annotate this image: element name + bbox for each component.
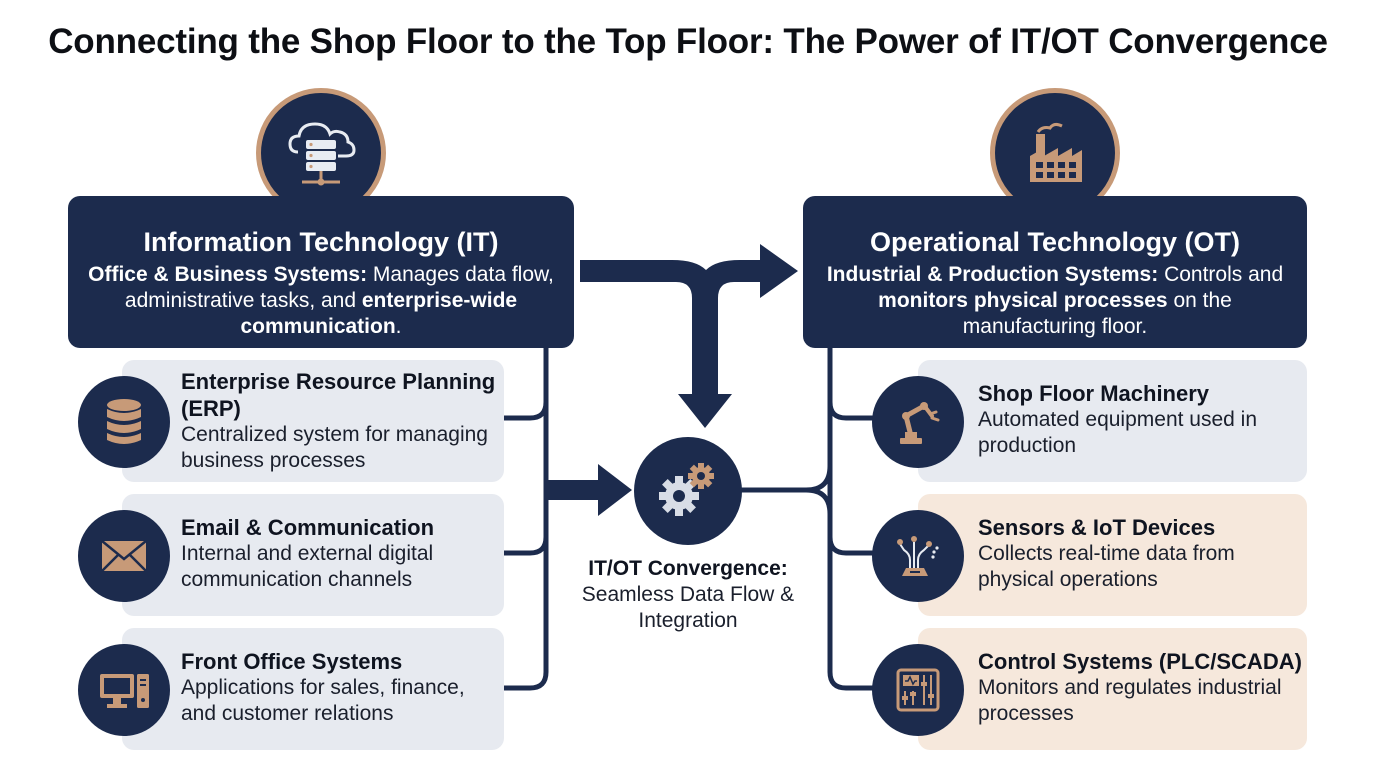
ot-desc-2: on the manufacturing floor. [962,289,1232,338]
ot-card-control-desc: Monitors and regulates industrial proces… [978,676,1282,725]
sensor-iot-icon [897,536,939,576]
ot-description: Industrial & Production Systems: Control… [823,262,1287,340]
envelope-icon [101,540,147,572]
ot-desc-1: Controls and [1158,263,1284,286]
gears-icon [659,463,714,516]
it-to-ot-arrow [580,244,798,428]
ot-card-sensors [918,494,1307,616]
ot-card-sensors-title: Sensors & IoT Devices [978,515,1216,540]
control-panel-icon [896,668,940,712]
ot-card-control [918,628,1307,750]
it-card-email-text: Email & Communication Internal and exter… [181,514,499,593]
it-card-email-desc: Internal and external digital communicat… [181,542,434,591]
page-title: Connecting the Shop Floor to the Top Flo… [48,22,1328,61]
desktop-computer-icon [100,674,149,708]
convergence-caption: IT/OT Convergence: Seamless Data Flow & … [560,555,816,634]
ot-desc-bold-1: Industrial & Production Systems: [826,263,1159,286]
ot-card-sensors-desc: Collects real-time data from physical op… [978,542,1235,591]
ot-card-control-title: Control Systems (PLC/SCADA) [978,649,1302,674]
it-card-front-office-icon [78,644,170,736]
it-card-front-office-text: Front Office Systems Applications for sa… [181,648,499,727]
it-card-erp [122,360,504,482]
ot-card-machinery-icon [872,376,964,468]
ot-card-machinery [918,360,1307,482]
ot-header-box: Operational Technology (OT) Industrial &… [803,196,1307,348]
it-desc-1: Manages data flow, administrative tasks,… [124,263,554,312]
it-card-email-icon [78,510,170,602]
ot-card-control-icon [872,644,964,736]
it-card-email-title: Email & Communication [181,515,435,540]
ot-card-machinery-title: Shop Floor Machinery [978,381,1210,406]
ot-card-machinery-text: Shop Floor Machinery Automated equipment… [978,380,1304,459]
it-card-email [122,494,504,616]
it-to-hub-arrow [548,464,632,516]
it-desc-bold-2: enterprise-wide communication [240,289,518,338]
database-icon [107,399,141,444]
cloud-server-icon [288,122,356,186]
it-card-erp-desc: Centralized system for managing business… [181,423,488,472]
it-card-front-office-desc: Applications for sales, finance, and cus… [181,676,465,725]
it-header-box: Information Technology (IT) Office & Bus… [68,196,574,348]
convergence-desc: Seamless Data Flow & Integration [581,583,795,632]
it-desc-bold-1: Office & Business Systems: [88,263,368,286]
ot-desc-bold-2: monitors physical processes [878,289,1168,312]
it-card-front-office [122,628,504,750]
convergence-title: IT/OT Convergence: [588,557,788,580]
it-desc-2: . [395,315,402,338]
ot-card-machinery-desc: Automated equipment used in production [978,408,1258,457]
it-description: Office & Business Systems: Manages data … [88,262,554,340]
it-card-erp-icon [78,376,170,468]
ot-title: Operational Technology (OT) [869,227,1240,257]
it-card-erp-text: Enterprise Resource Planning (ERP) Centr… [181,368,499,474]
factory-icon [1030,122,1082,182]
robot-arm-icon [900,402,940,444]
it-card-front-office-title: Front Office Systems [181,649,403,674]
it-card-erp-title: Enterprise Resource Planning (ERP) [181,369,496,421]
ot-card-sensors-icon [872,510,964,602]
ot-card-control-text: Control Systems (PLC/SCADA) Monitors and… [978,648,1304,727]
convergence-hub [634,437,742,545]
ot-card-sensors-text: Sensors & IoT Devices Collects real-time… [978,514,1304,593]
it-title: Information Technology (IT) [143,227,499,257]
